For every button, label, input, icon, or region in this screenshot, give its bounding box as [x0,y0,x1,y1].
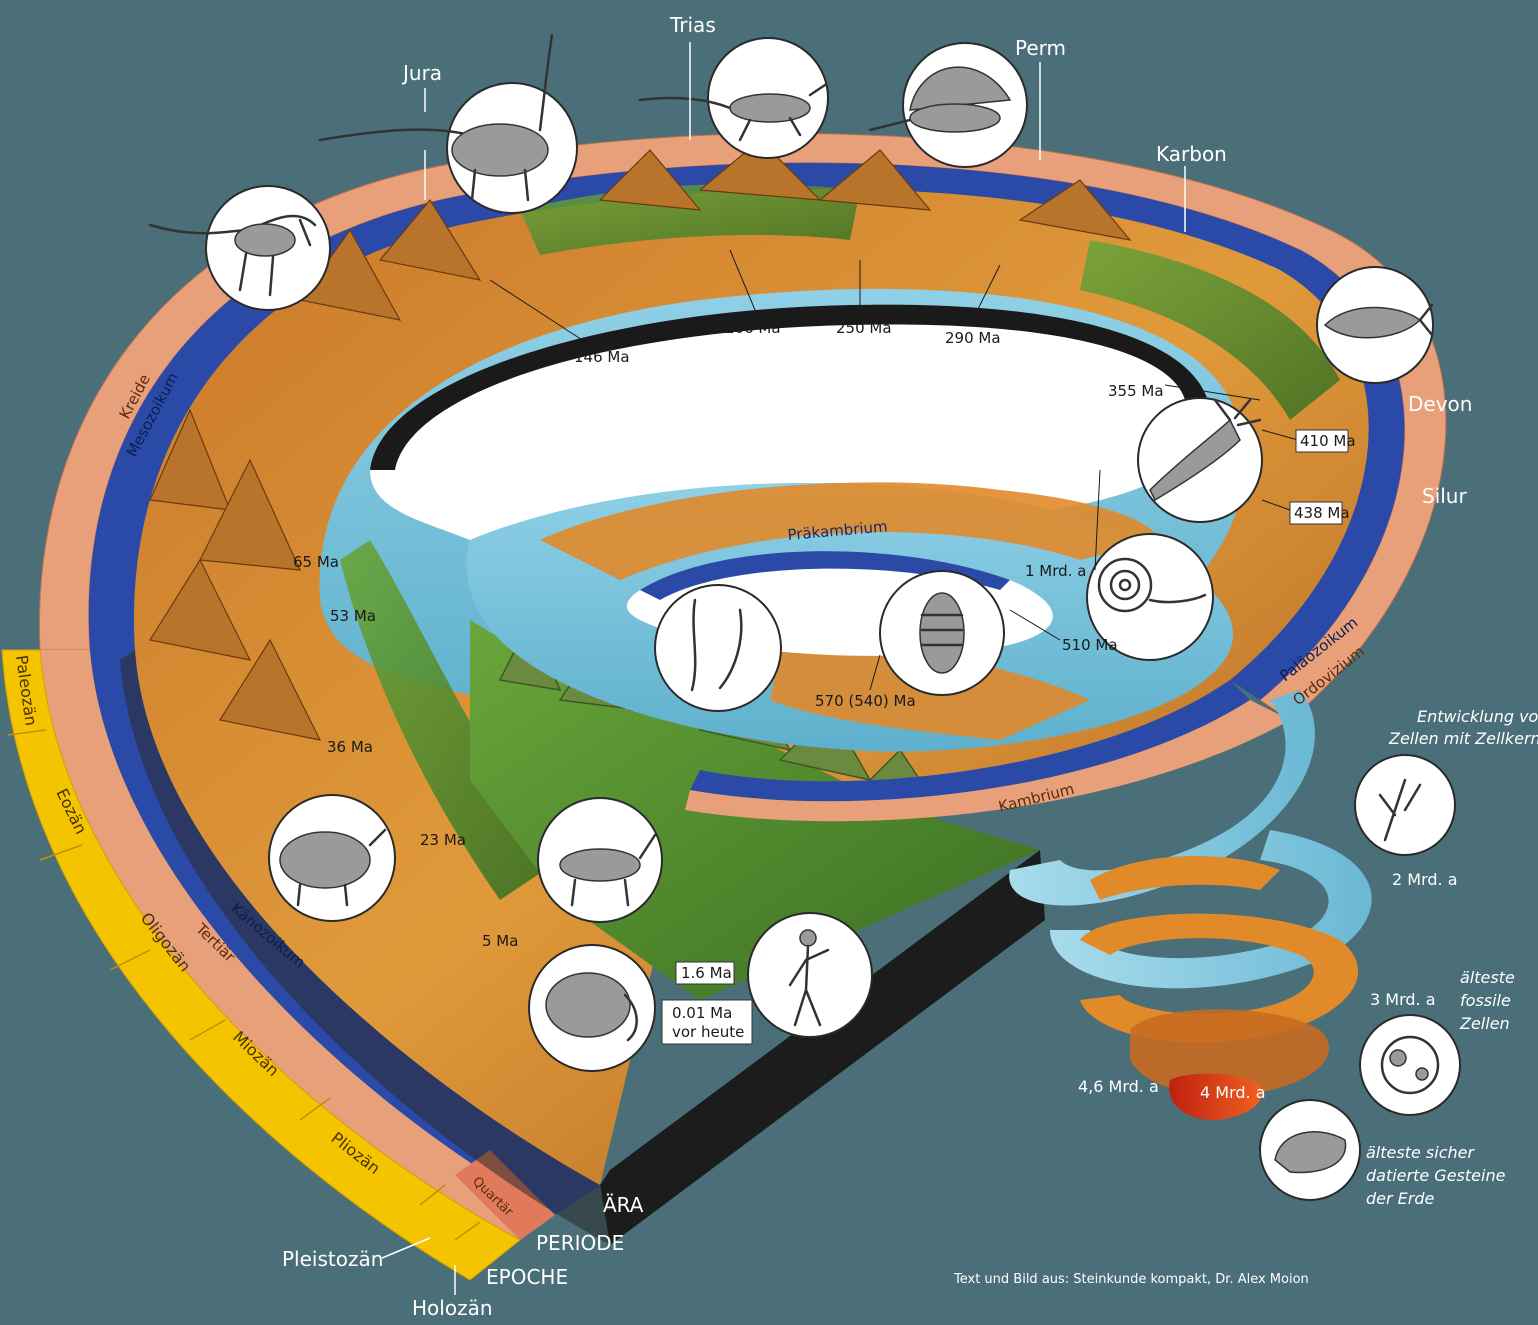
age-355: 355 Ma [1108,382,1164,400]
note-fossil-1: älteste [1460,968,1515,987]
period-trias: Trias [669,13,716,37]
forest-east [1080,240,1340,420]
legend: ÄRA PERIODE EPOCHE Pleistozän Holozän [282,1193,644,1320]
age-410-box [1295,429,1349,453]
age-65: 65 Ma [293,553,339,571]
epoch-holozaen: Holozän [412,1296,493,1320]
descending-coils [1009,690,1372,1120]
age-0-01-box [661,999,753,1045]
quartaer-band [455,1150,555,1240]
medallion-crinoid [1137,397,1263,523]
age-1-6-box [675,961,735,985]
western-mountains [149,139,1132,741]
age-0-01: 0.01 Ma [672,1004,732,1022]
age-570: 570 (540) Ma [815,692,916,710]
age-2-mrd: 2 Mrd. a [1392,870,1458,889]
inner-era-band [690,680,1250,802]
age-1-6: 1.6 Ma [681,964,732,982]
period-band-lower [40,650,555,1240]
coil-land-2 [1090,856,1280,900]
age-206: 206 Ma [725,319,781,337]
period-perm: Perm [1015,36,1066,60]
age-510: 510 Ma [1062,636,1118,654]
leader-lines [381,42,1299,1295]
medallion-dimetrodon [868,42,1028,168]
age-4-mrd: 4 Mrd. a [1200,1083,1266,1102]
medallion-lizard [638,37,829,159]
age-3-mrd: 3 Mrd. a [1370,990,1436,1009]
era-band [88,162,1405,700]
inner-void [370,304,1211,540]
note-gestein-3: der Erde [1366,1189,1435,1208]
legend-epoche: EPOCHE [486,1265,568,1289]
medallion-human [747,912,873,1038]
note-gestein-2: datierte Gesteine [1366,1166,1506,1185]
forest-north [520,184,860,255]
age-53: 53 Ma [330,607,376,625]
coil-lava [1169,1073,1262,1120]
medallion-sauropod [318,33,578,214]
inner-period-band [685,700,1290,822]
age-5: 5 Ma [482,932,518,950]
age-4-6-mrd: 4,6 Mrd. a [1078,1077,1159,1096]
inner-wall [370,304,1210,470]
age-438-box [1289,501,1343,525]
epoch-dividers [7,729,481,1241]
epoch-band [1,649,521,1281]
age-250: 250 Ma [836,319,892,337]
medallion-rock [1259,1099,1361,1201]
medallion-cells [1359,1014,1461,1116]
legend-aera: ÄRA [603,1193,644,1217]
age-vor-heute: vor heute [672,1023,744,1041]
age-23: 23 Ma [420,831,466,849]
age-36: 36 Ma [327,738,373,756]
epoch-pleistozaen: Pleistozän [282,1247,383,1271]
note-fossil-3: Zellen [1459,1014,1510,1033]
block-side-left [120,650,610,1245]
age-146: 146 Ma [574,348,630,366]
period-silur: Silur [1422,484,1467,508]
coil-ring-3 [1080,913,1359,1043]
medallion-rhino [268,794,396,922]
period-devon: Devon [1408,392,1472,416]
medallion-worms [654,584,782,712]
early-earth-labels: 2 Mrd. a 3 Mrd. a 4 Mrd. a 4,6 Mrd. a En… [1078,707,1538,1208]
medallion-mammoth [528,944,656,1072]
medallions [148,33,1461,1201]
medallion-fish [1316,266,1434,384]
note-zellkern-1: Entwicklung von [1417,707,1538,726]
age-290: 290 Ma [945,329,1001,347]
age-438: 438 Ma [1294,504,1350,522]
period-jura: Jura [401,61,442,85]
coil-ring-4 [1130,1009,1329,1096]
block-side-front [600,850,1045,1245]
medallion-ammonite [1086,533,1214,661]
medallion-horse [537,797,663,923]
medallion-trex [148,185,331,311]
note-fossil-2: fossile [1460,991,1511,1010]
age-1-mrd: 1 Mrd. a [1025,562,1086,580]
medallion-trilobite [879,570,1005,696]
legend-periode: PERIODE [536,1231,624,1255]
inner-coil-land-north [540,482,1160,580]
note-gestein-1: älteste sicher [1366,1143,1475,1162]
period-labels: Trias Jura Perm Karbon Devon Silur [401,13,1472,508]
medallion-algae [1354,754,1456,856]
inner-hole-wall [640,551,1010,600]
age-labels: 146 Ma 206 Ma 250 Ma 290 Ma 355 Ma 410 M… [293,319,1356,1045]
note-zellkern-2: Zellen mit Zellkern [1388,729,1538,748]
period-karbon: Karbon [1156,142,1227,166]
credit-line: Text und Bild aus: Steinkunde kompakt, D… [953,1272,1309,1287]
age-410: 410 Ma [1300,432,1356,450]
